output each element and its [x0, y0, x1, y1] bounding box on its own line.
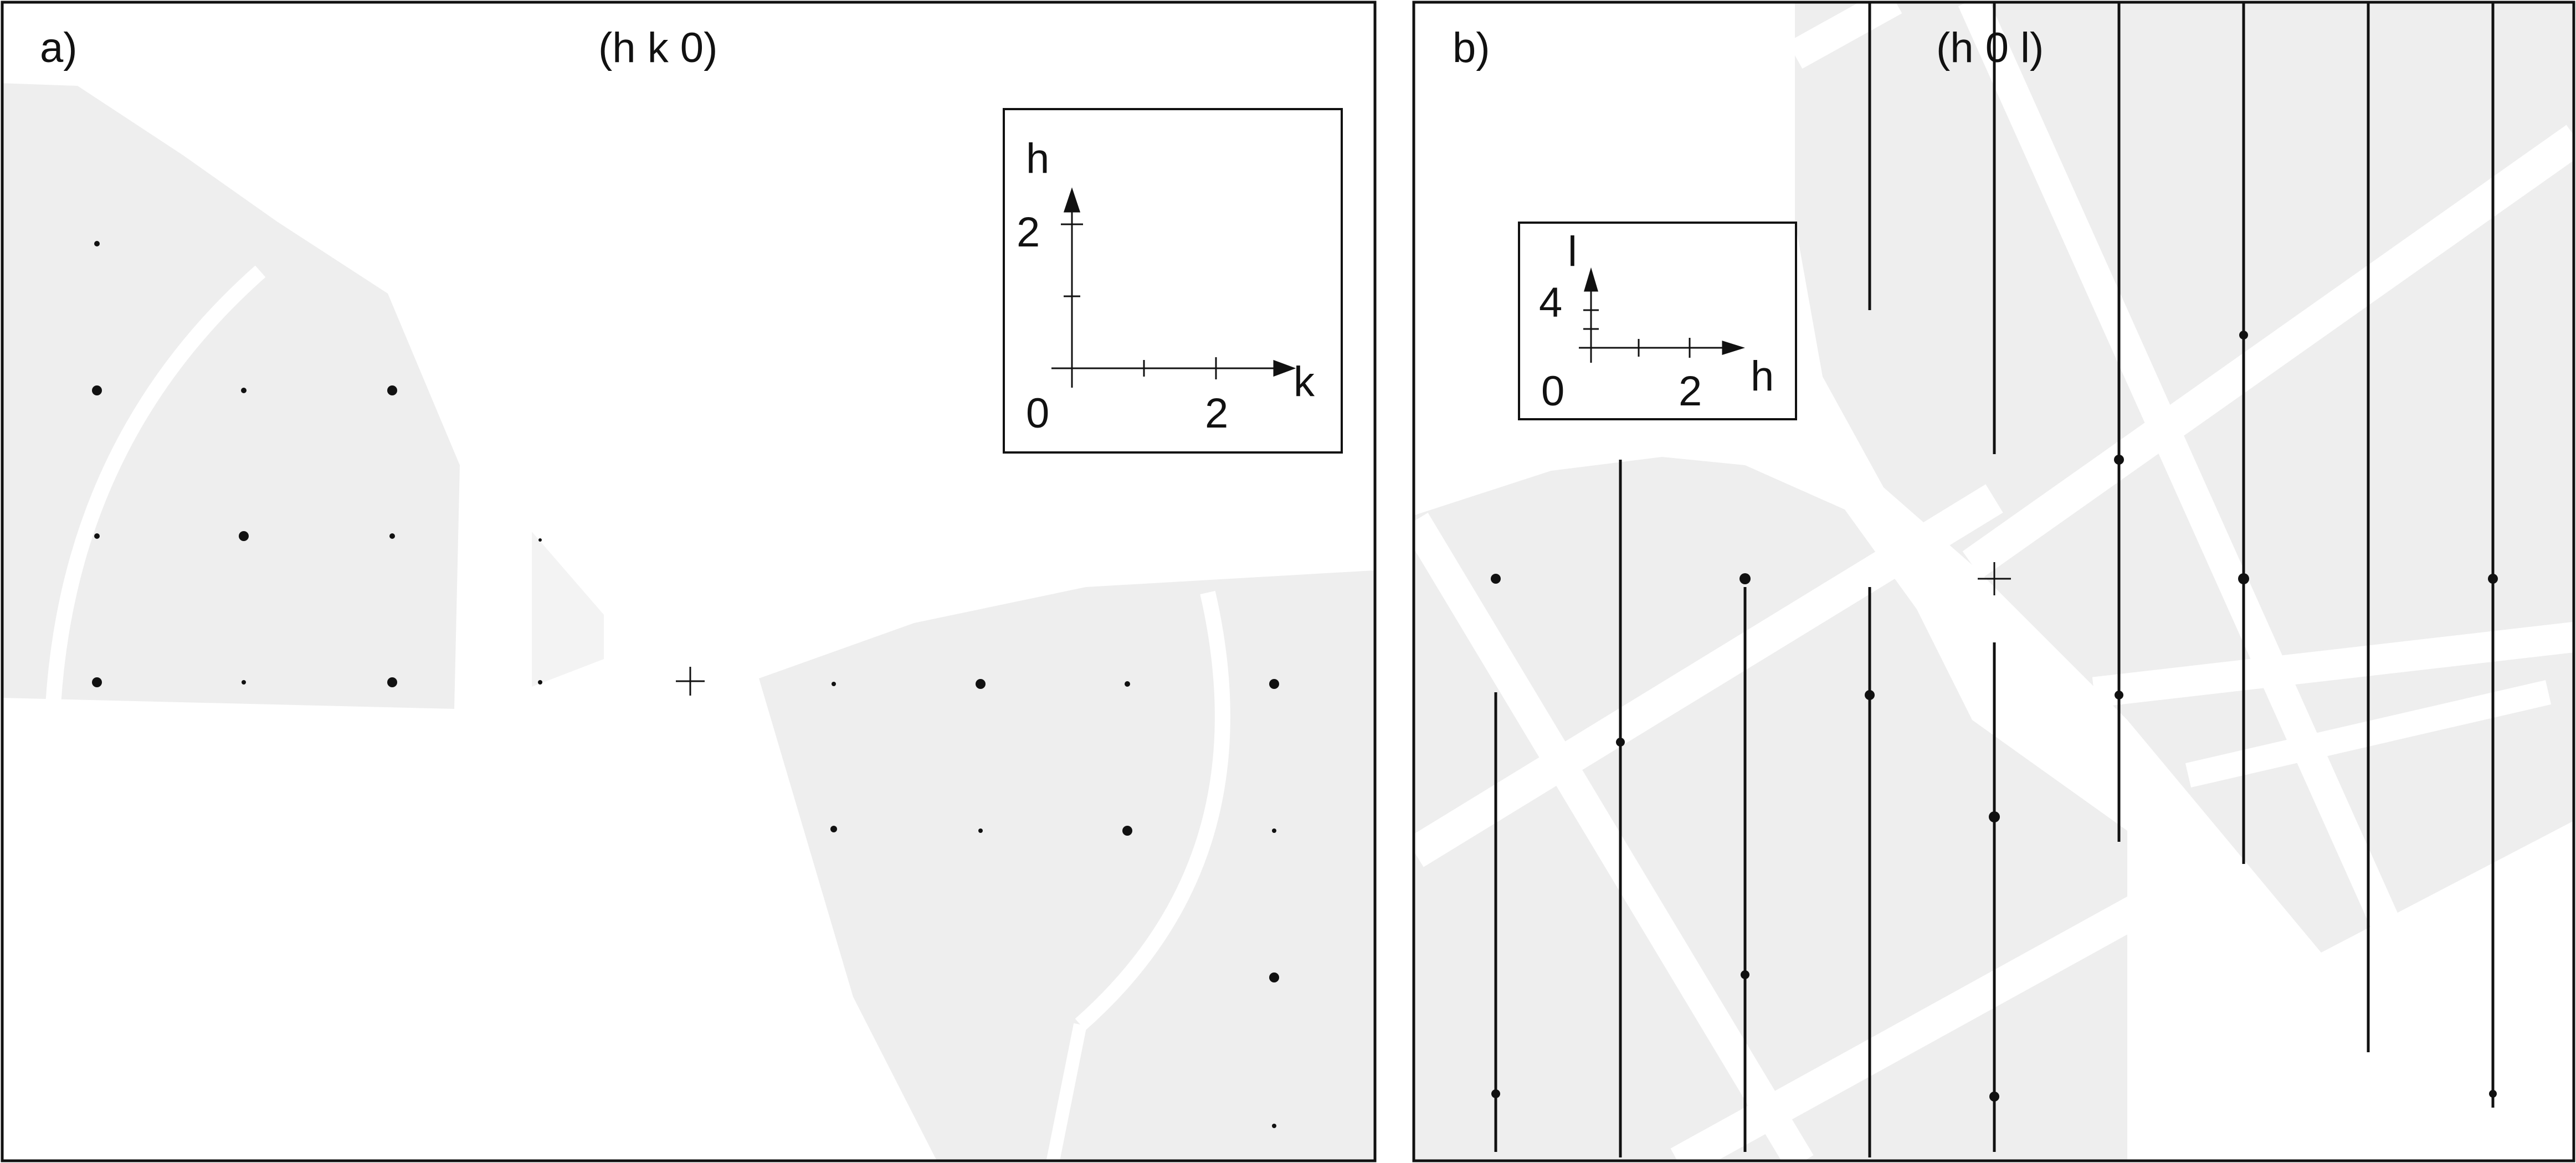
- reflection-spot: [387, 677, 397, 687]
- inset-horizontal-arrowhead: [1273, 359, 1296, 377]
- detector-region-lower-left: [1415, 457, 2127, 1160]
- reflection-spot: [2238, 573, 2249, 584]
- panel-a-inset: h 2 0 2 k: [1003, 108, 1343, 454]
- reflection-spot: [1272, 1124, 1276, 1128]
- reflections: [92, 241, 1279, 1128]
- inset-vertical-axis-label: h: [1026, 135, 1049, 182]
- detector-gap-strip: [2092, 622, 2573, 708]
- detector-gap-strip: [1415, 512, 1814, 1160]
- inset-horizontal-axis-label: k: [1294, 358, 1315, 405]
- inset-vertical-tick-label: 2: [1017, 209, 1040, 256]
- reflection-spot: [1741, 970, 1749, 979]
- reflection-rods: [1494, 3, 2495, 1157]
- beam-center-cross: [676, 667, 705, 696]
- reflection-spot: [1125, 681, 1130, 687]
- detector-gap-strip: [1962, 125, 2573, 579]
- detector-gap-lower: [1046, 1023, 1087, 1160]
- reflection-spot: [1122, 826, 1132, 836]
- reflection-spot: [387, 385, 397, 395]
- reflection-spot: [1269, 679, 1279, 689]
- reflection-spot: [976, 679, 986, 689]
- reflection-spot: [242, 680, 246, 685]
- panel-a: a) (h k 0) h 2 0 2 k: [1, 1, 1377, 1162]
- panel-b-detector-image: [1415, 3, 2573, 1160]
- detector-region-upper-left: [3, 83, 460, 709]
- panel-b-letter: b): [1453, 24, 1490, 71]
- panel-a-title: (h k 0): [598, 24, 717, 71]
- reflection-spot: [538, 538, 542, 542]
- reflection-spot: [2114, 455, 2124, 465]
- reflection-spot: [2239, 331, 2248, 339]
- reflection-spot: [2115, 691, 2123, 699]
- reflection-spot: [1272, 828, 1276, 833]
- detector-gap-arc-right: [1075, 590, 1230, 1031]
- panel-b-frame: [1412, 1, 2575, 1162]
- reflection-spot: [1989, 1092, 1999, 1102]
- inset-horizontal-tick-label: 2: [1679, 368, 1702, 415]
- beam-center-cross: [1978, 562, 2011, 595]
- reflection-spot: [2489, 1090, 2497, 1098]
- inset-vertical-axis-label: l: [1568, 228, 1577, 275]
- reflection-spot: [1739, 573, 1751, 584]
- reflection-spot: [241, 388, 247, 393]
- reflection-spot: [830, 826, 837, 832]
- panel-a-letter: a): [40, 24, 78, 71]
- detector-gap-arc-left: [45, 265, 266, 715]
- detector-gap-strip: [1787, 3, 1902, 69]
- reflection-spot: [978, 828, 983, 833]
- reflection-spot: [92, 677, 102, 687]
- reflection-spot: [1491, 1089, 1500, 1098]
- detector-gap-strip: [1958, 3, 2507, 1160]
- reflections: [1491, 331, 2498, 1102]
- reflection-spot: [1616, 738, 1625, 747]
- inset-horizontal-axis-label: h: [1751, 353, 1774, 400]
- panel-a-detector-image: [3, 83, 1374, 1160]
- inset-horizontal-arrowhead: [1722, 340, 1746, 356]
- reflection-spot: [832, 682, 836, 686]
- reflection-spot: [94, 533, 100, 539]
- inset-horizontal-tick-label: 2: [1205, 390, 1228, 437]
- inset-frame: [1518, 222, 1797, 420]
- reflection-spot: [92, 385, 102, 395]
- reflection-spot: [389, 533, 395, 539]
- reflection-spot: [1269, 972, 1279, 982]
- panel-a-frame: [1, 1, 1377, 1162]
- panel-b: b) (h 0 l) l 4 0 2 h: [1412, 1, 2575, 1162]
- panel-b-title: (h 0 l): [1936, 24, 2044, 71]
- reflection-spot: [1989, 811, 2000, 822]
- inset-vertical-arrowhead: [1583, 267, 1599, 292]
- inset-vertical-tick-label: 4: [1539, 279, 1562, 326]
- reflection-spot: [538, 680, 542, 685]
- detector-region-faint-wedge: [532, 532, 604, 687]
- reflection-spot: [1491, 574, 1501, 584]
- reflection-spot: [2488, 574, 2498, 584]
- reflection-spot: [1865, 690, 1875, 700]
- reflection-spot: [239, 531, 249, 541]
- inset-origin-label: 0: [1026, 390, 1049, 437]
- inset-origin-label: 0: [1541, 368, 1564, 415]
- inset-vertical-arrowhead: [1063, 187, 1081, 213]
- detector-gap-strip: [1415, 484, 2003, 867]
- reflection-spot: [94, 241, 100, 246]
- panel-b-inset: l 4 0 2 h: [1518, 222, 1797, 420]
- inset-frame: [1003, 108, 1343, 454]
